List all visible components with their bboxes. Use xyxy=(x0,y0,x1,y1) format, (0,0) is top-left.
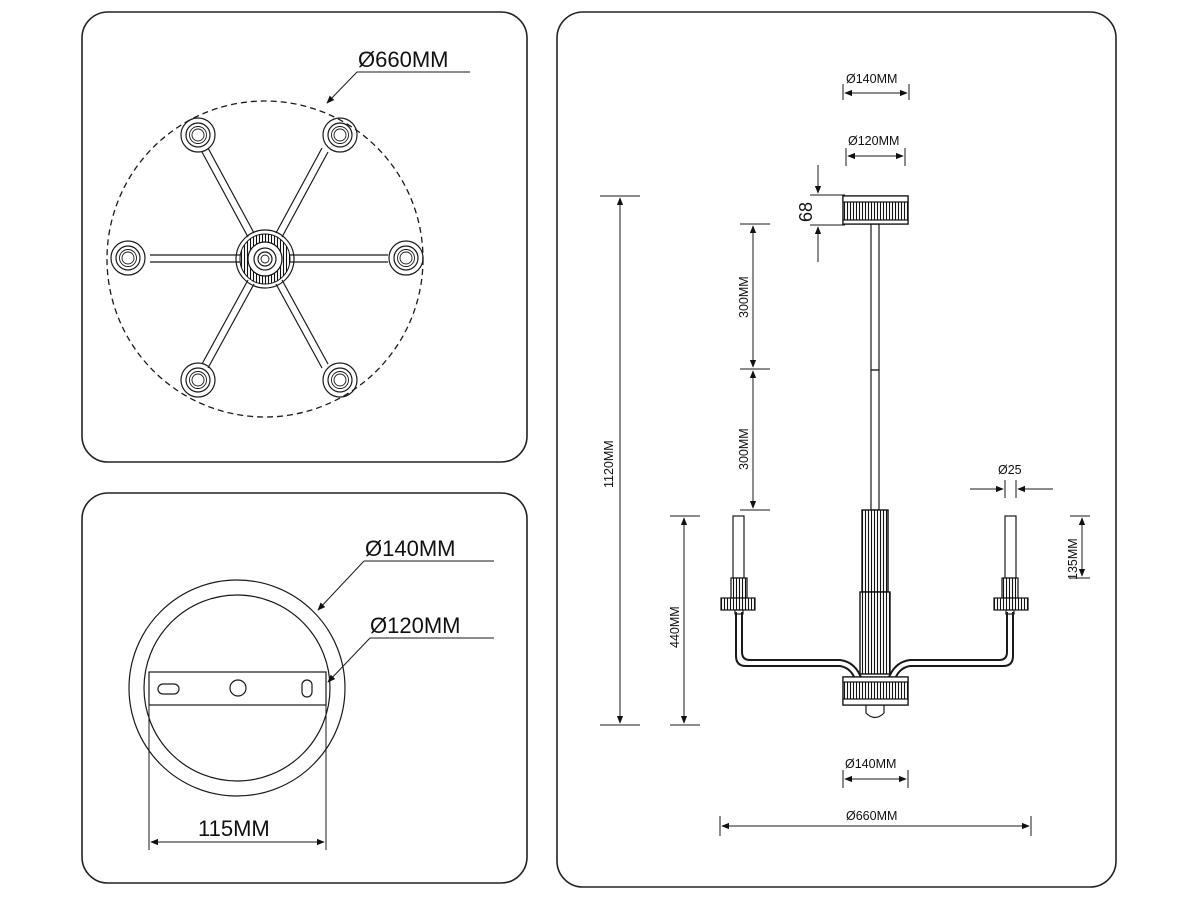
top-view-frame xyxy=(81,11,528,463)
bracket-width-dimension xyxy=(148,705,327,850)
bottom-hub xyxy=(842,676,909,719)
canopy-diameter-dims xyxy=(842,84,910,166)
hub-diameter-label: Ø140MM xyxy=(845,757,896,771)
canopy-outer-label: Ø140MM xyxy=(365,536,455,561)
side-view-frame xyxy=(556,11,1117,888)
total-height-dim xyxy=(600,195,640,726)
rod-segment-2-label: 300MM xyxy=(737,428,751,470)
total-height-label: 1120MM xyxy=(602,440,616,488)
top-diameter-label: Ø660MM xyxy=(358,47,448,72)
arms xyxy=(150,147,388,369)
canopy-view-frame xyxy=(81,492,528,884)
right-socket xyxy=(993,515,1029,615)
canopy-height-dim xyxy=(810,165,845,262)
canopy-inner-circle xyxy=(143,594,331,782)
bracket-width-label: 115MM xyxy=(198,816,270,841)
side-canopy-diameter: Ø140MM xyxy=(846,72,897,86)
canopy-leaders xyxy=(317,560,494,683)
left-socket xyxy=(720,515,756,615)
body-height-label: 440MM xyxy=(668,606,682,648)
canopy-inner-label: Ø120MM xyxy=(370,613,460,638)
overall-diameter-label: Ø660MM xyxy=(846,809,897,823)
side-view-panel: Ø140MM Ø120MM 68 xyxy=(556,11,1117,888)
body-height-dim xyxy=(670,515,700,726)
bulb-diameter-label: Ø25 xyxy=(998,463,1022,477)
mounting-bracket xyxy=(148,671,327,706)
canopy-height-label: 68 xyxy=(796,202,816,222)
bulb-height-dim xyxy=(1070,515,1090,579)
bulb-height-label: 135MM xyxy=(1066,538,1080,580)
side-arms xyxy=(735,612,1014,683)
side-canopy xyxy=(842,195,909,225)
central-body xyxy=(859,509,891,675)
canopy-outer-circle xyxy=(128,579,346,797)
rod-segment-1-label: 300MM xyxy=(737,276,751,318)
top-view-panel: Ø660MM xyxy=(81,11,528,463)
canopy-panel: 115MM Ø140MM Ø120MM xyxy=(81,492,528,884)
hub-diameter-dim xyxy=(842,770,909,788)
bulb-diameter-dim xyxy=(970,480,1053,498)
side-canopy-inner: Ø120MM xyxy=(848,134,899,148)
overall-diameter-dim xyxy=(719,816,1032,836)
center-hub xyxy=(235,229,295,289)
rod-dims xyxy=(740,223,770,511)
diameter-leader xyxy=(326,71,470,104)
